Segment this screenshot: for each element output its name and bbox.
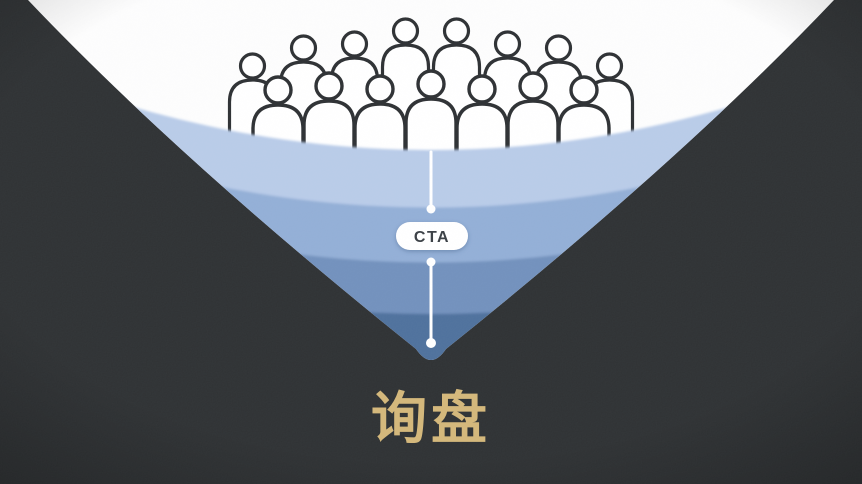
page-title: 询盘 — [371, 387, 491, 450]
